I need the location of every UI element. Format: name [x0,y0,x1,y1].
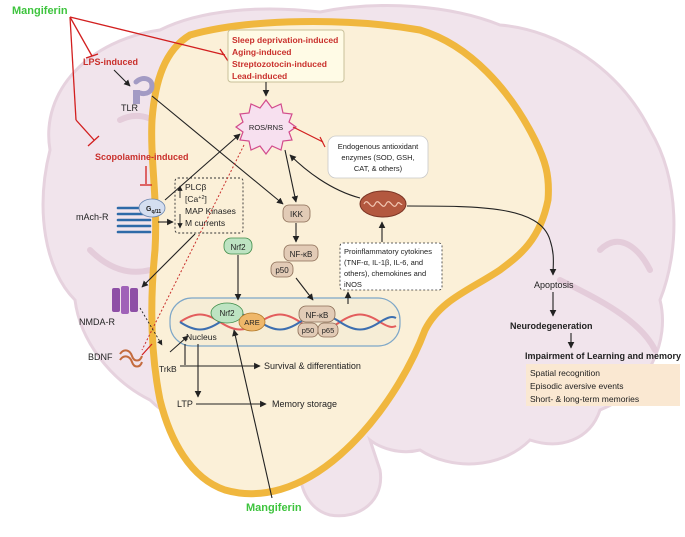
nfkb-cyto-box [283,244,319,262]
antioxidant-line1: Endogenous antioxidant [338,142,419,151]
cytokines-box [339,242,443,291]
bdnf-label: BDNF [88,352,113,362]
mangiferin-top-label: Mangiferin [12,5,68,17]
cytokines-line1: Proinflammatory cytokines [344,247,432,256]
nmda-to-trkb-dotted [139,307,163,346]
ros-to-ikk-arrow [284,149,298,203]
p50-cyto-label: p50 [275,266,289,275]
p65-box [317,322,339,338]
impairment-item-1: Spatial recognition [530,368,600,378]
mangiferin-inhibition-lines [69,16,229,147]
mangiferin-bottom-arrow [232,329,273,499]
p50-cyto-box [270,261,294,278]
ros-antioxidant-inhibit-bar [319,136,326,148]
survival-label: Survival & differentiation [264,361,361,371]
mitochondrion-icon [359,190,407,218]
nrf2-nuc-label: Nrf2 [219,309,235,318]
trkb-to-nucleus-arrow [169,335,189,353]
bdnf-receptor-icon [119,349,143,368]
lps-arrow [113,69,131,87]
plc-line2: [Ca+2] [185,194,207,204]
nmda-receptor-icon [112,286,138,314]
plc-line4: M currents [185,218,225,228]
impairment-item-2: Episodic aversive events [530,381,624,391]
nfkb-cyto-label: NF-κB [290,250,313,259]
machr-label: mAch-R [76,212,109,222]
gq-label: Gq/11 [146,206,161,215]
inducer-lead: Lead-induced [232,71,287,81]
inducer-sleep: Sleep deprivation-induced [232,35,338,45]
impairment-label: Impairment of Learning and memory [525,351,681,361]
inducers-box [227,29,345,83]
antioxidant-line2: enzymes (SOD, GSH, [341,153,414,162]
machr-to-ros-arrow [164,133,241,201]
cytokines-line2: (TNF-α, IL-1β, IL-6, and [344,258,423,267]
cytokines-line3: others), chemokines and [344,269,426,278]
p65-label: p65 [322,326,335,335]
ltp-label: LTP [177,399,193,409]
ikk-label: IKK [290,210,304,219]
neurodegeneration-label: Neurodegeneration [510,321,593,331]
ros-antioxidant-inhibit [292,126,324,143]
nmda-label: NMDA-R [79,317,115,327]
nucleus-label: Nucleus [186,332,217,342]
lps-label: LPS-induced [83,57,138,67]
mangiferin-bottom-label: Mangiferin [246,502,302,514]
ikk-box [282,204,311,223]
trkb-label: TrkB [159,364,177,374]
nfkb-to-nucleus-arrow [295,277,314,301]
nfkb-nuc-label: NF-κB [306,311,329,320]
plc-line1: PLCβ [185,182,207,192]
inducer-aging: Aging-induced [232,47,292,57]
antioxidant-line3: CAT, & others) [354,164,403,173]
scopolamine-label: Scopolamine-induced [95,152,189,162]
tlr-to-ikk-arrow [151,95,284,205]
mito-to-ros-arrow [289,154,361,199]
ros-starburst [234,99,298,155]
nrf2-cyto-label: Nrf2 [230,243,246,252]
are-label: ARE [244,318,259,327]
tlr-receptor-icon [133,76,155,104]
impairment-item-3: Short- & long-term memories [530,394,639,404]
machr-receptor-icon [116,206,152,234]
p50-nuc-label: p50 [302,326,315,335]
nrf2-cyto-box [223,237,253,255]
cytokines-line4: iNOS [344,280,362,289]
tlr-label: TLR [121,103,139,113]
impairment-items-box [526,364,680,406]
mito-to-apoptosis-arrow [406,205,557,276]
antioxidant-box [327,135,429,179]
ros-label: ROS/RNS [249,123,283,132]
ros-trkb-inhibit-bar [141,343,153,356]
are-box [238,312,266,332]
inducer-streptozotocin: Streptozotocin-induced [232,59,327,69]
plc-to-nmda-arrow [141,233,196,288]
nfkb-nuc-box [298,305,336,323]
apoptosis-label: Apoptosis [534,280,574,290]
gq-protein-icon [138,198,166,218]
memory-storage-label: Memory storage [272,399,337,409]
plc-line3: MAP Kinases [185,206,236,216]
nrf2-nuc-box [210,302,244,324]
